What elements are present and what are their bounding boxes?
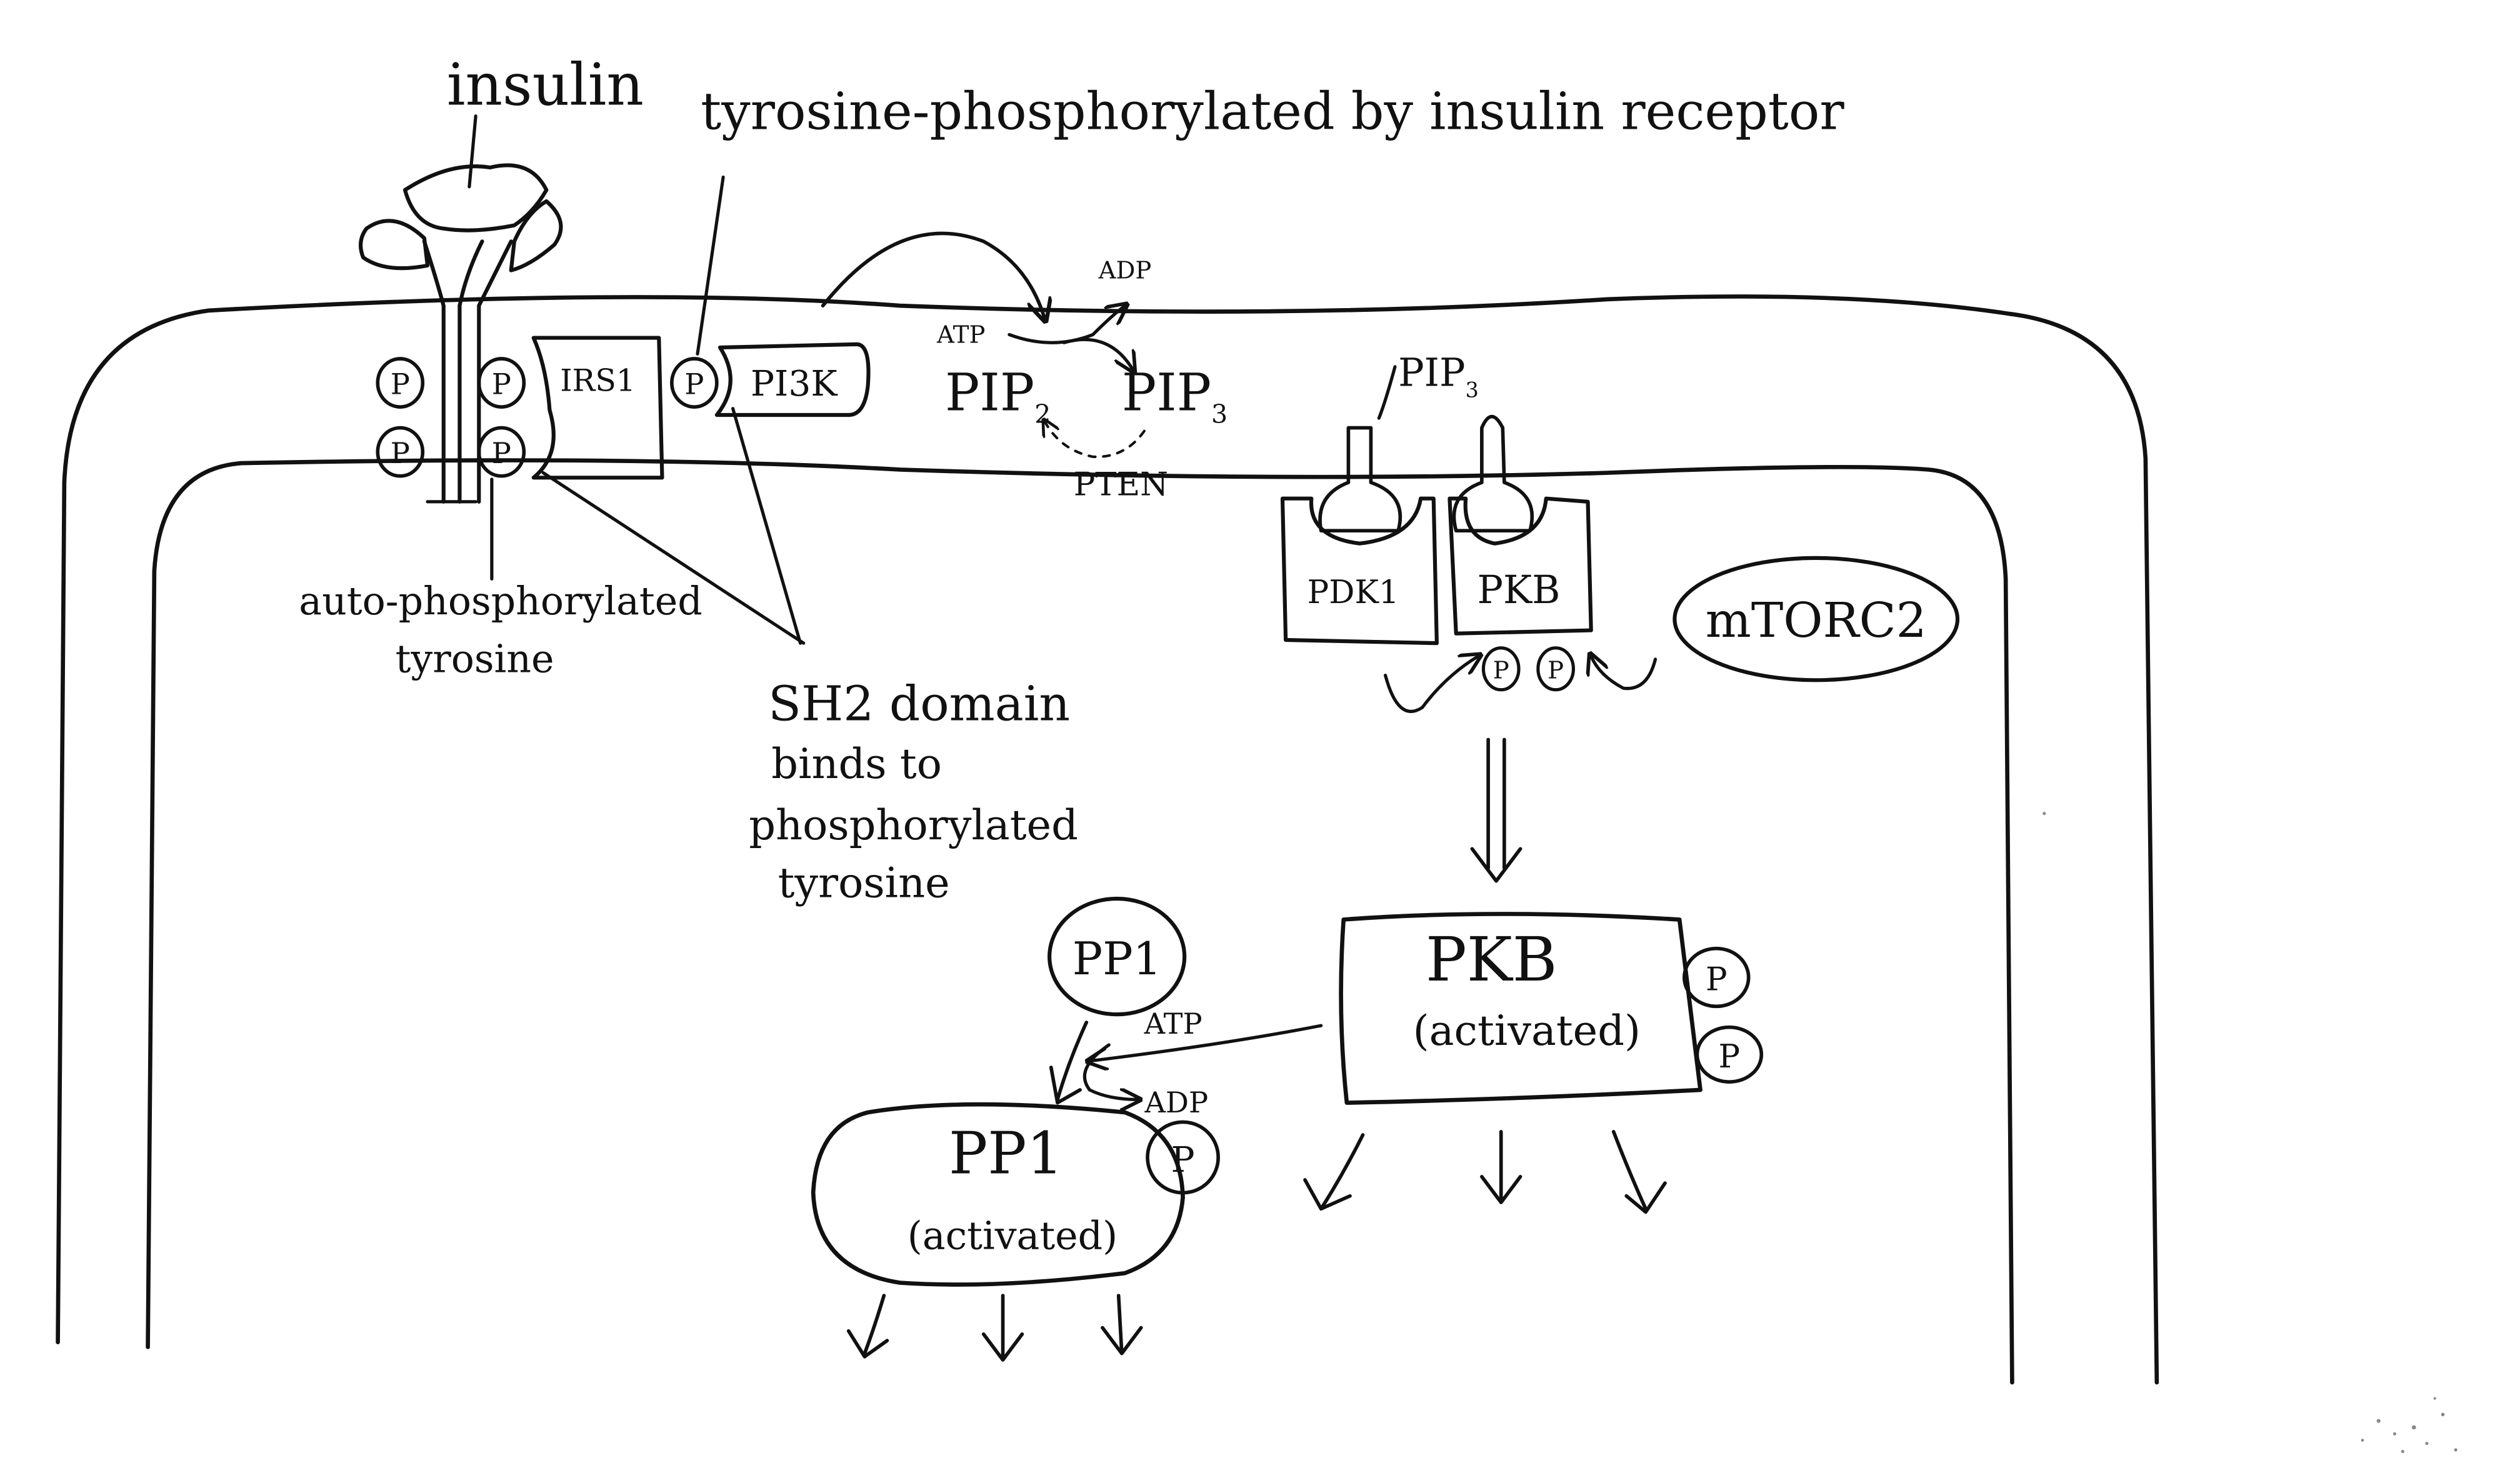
pi3k-reaction: ADP ATP PIP2 PIP3 PTEN [821, 231, 1228, 504]
mtorc2-complex: mTORC2 [1672, 556, 1960, 682]
pkb-activated-label: (activated) [1413, 1006, 1641, 1055]
sh2-binds-label: binds to [771, 739, 942, 788]
phosphate-icon: P [1146, 1120, 1220, 1195]
phosphate-icon: P [477, 426, 526, 478]
receptor-stem-right [458, 239, 513, 504]
insulin-annotation: insulin [447, 51, 644, 189]
pten-label: PTEN [1074, 466, 1168, 504]
paper-speckles [2042, 812, 2458, 1454]
mtorc2-label: mTORC2 [1706, 592, 1927, 649]
pip3-right-label: PIP3 [1398, 351, 1479, 402]
receptor-alpha-right [509, 199, 563, 272]
pkb-membrane-label: PKB [1478, 567, 1561, 612]
receptor-alpha-left [358, 219, 430, 271]
atp-label: ATP [936, 321, 985, 349]
auto-phosphorylated-annotation: auto-phosphorylated tyrosine [299, 477, 702, 681]
pi3k-protein: PI3K [714, 342, 871, 417]
activation-arrow [1470, 737, 1522, 883]
pkb-membrane-protein: PKB P P [1384, 496, 1658, 713]
sh2-domain-label: SH2 domain [768, 676, 1070, 732]
phosphate-label: P [1548, 657, 1564, 685]
tyrosine-annotation: tyrosine-phosphorylated by insulin recep… [696, 82, 1844, 356]
phosphate-icon: P [1481, 646, 1521, 692]
phosphate-label: P [1171, 1139, 1195, 1181]
cell-membrane [56, 294, 2159, 1385]
sh2-phosphorylated-label: phosphorylated [749, 801, 1078, 849]
pp1-active-label: PP1 [949, 1120, 1063, 1187]
pp1-adp-label: ADP [1144, 1086, 1208, 1119]
pp1-inactive: PP1 [1048, 896, 1187, 1017]
phosphate-icon: P [1682, 946, 1751, 1009]
phosphate-icon: P [1536, 646, 1575, 692]
phosphate-icon: P [1695, 1025, 1764, 1084]
pp1-atp-label: ATP [1144, 1007, 1202, 1041]
membrane-outer [56, 294, 2159, 1385]
insulin-molecule-icon [402, 163, 549, 232]
insulin-label: insulin [447, 51, 644, 119]
phosphate-icon: P [376, 426, 425, 478]
tyrosine-phosphorylated-label: tyrosine-phosphorylated by insulin recep… [701, 82, 1844, 141]
phosphate-label: P [492, 367, 511, 401]
pip2-label: PIP2 [945, 363, 1051, 429]
auto-phosphorylated-label: auto-phosphorylated [299, 579, 702, 624]
phosphate-label: P [492, 436, 511, 470]
phosphate-icon: P [376, 357, 425, 409]
receptor-stem-left [422, 239, 462, 504]
pi3k-label: PI3K [751, 363, 838, 404]
pkb-active-label: PKB [1426, 924, 1558, 996]
phosphate-label: P [1493, 657, 1509, 685]
pp1-activated: PP1 (activated) P [811, 1102, 1220, 1362]
pip3-label: PIP3 [1122, 363, 1228, 429]
pkb-activated: PKB (activated) P P [1303, 912, 1764, 1214]
pp1-inactive-label: PP1 [1072, 932, 1162, 985]
phosphate-label: P [1719, 1038, 1741, 1076]
pdk1-protein: PDK1 [1280, 496, 1439, 646]
insulin-receptor: P P P P [358, 163, 563, 504]
adp-label: ADP [1098, 256, 1152, 284]
phosphate-icon: P [477, 357, 526, 409]
pp1-phosphorylation: ATP ADP [1049, 1007, 1323, 1119]
phosphate-label: P [684, 367, 704, 401]
sh2-annotation: SH2 domain binds to phosphorylated tyros… [541, 407, 1078, 907]
membrane-inner [146, 458, 2014, 1385]
phosphate-label: P [1706, 961, 1728, 999]
pp1-activated-label: (activated) [908, 1214, 1118, 1259]
irs1-protein: IRS1 P [531, 336, 719, 480]
pdk1-label: PDK1 [1308, 574, 1399, 611]
phosphate-label: P [391, 436, 410, 470]
phosphate-icon: P [670, 357, 719, 409]
sh2-tyrosine-label: tyrosine [778, 858, 950, 907]
auto-phosphorylated-label-line2: tyrosine [396, 636, 554, 681]
phosphate-label: P [391, 367, 410, 401]
irs1-label: IRS1 [560, 362, 636, 398]
pip3-membrane-anchor: PIP3 [1318, 351, 1534, 532]
